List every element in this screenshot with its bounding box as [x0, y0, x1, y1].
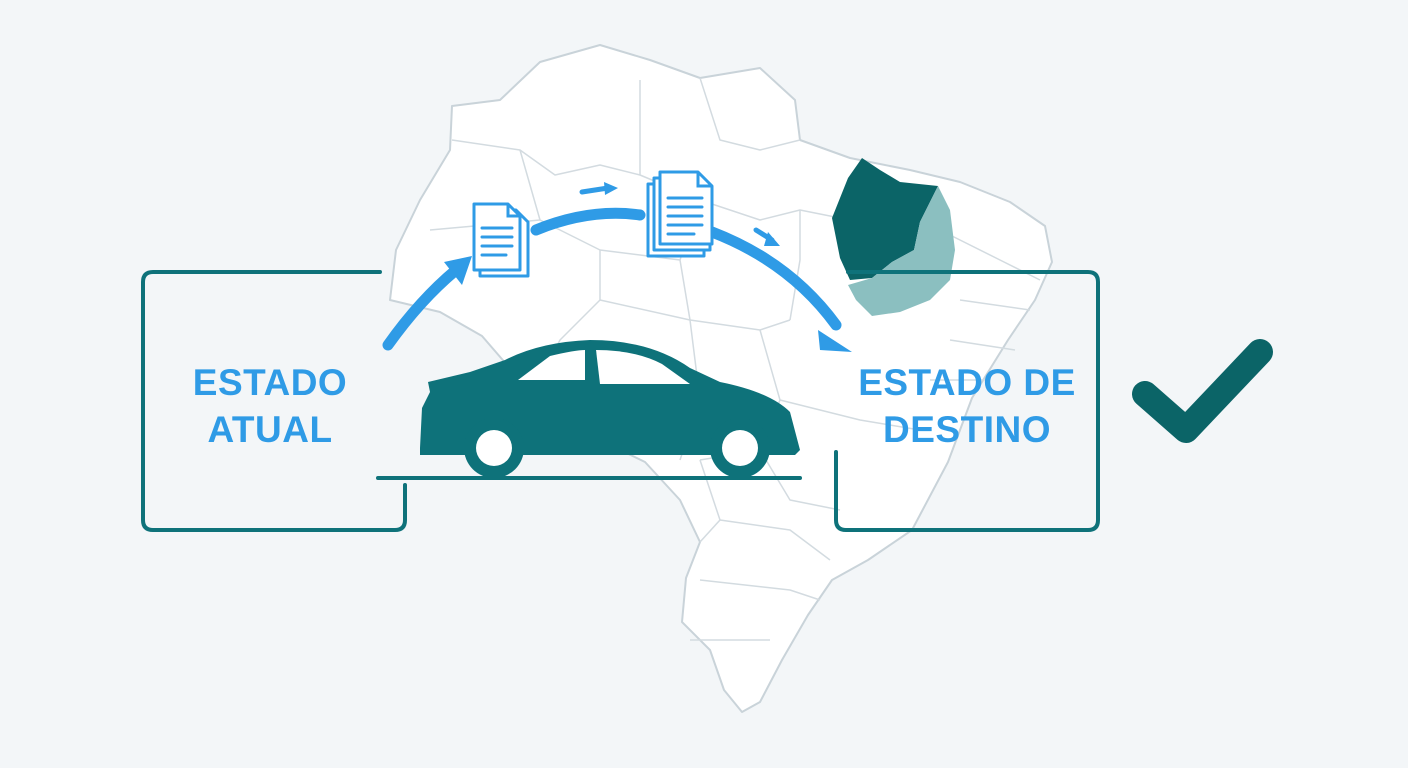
origin-box: ESTADO ATUAL	[141, 270, 407, 532]
arrow-icon	[530, 207, 646, 236]
arrow-head	[444, 256, 472, 285]
origin-label-line2: ATUAL	[207, 409, 332, 450]
documents-stack-icon	[646, 170, 714, 258]
document-icon	[472, 202, 530, 278]
car-icon	[376, 340, 802, 480]
arrow-icon	[706, 226, 842, 331]
arrow-head	[764, 232, 780, 246]
checkmark-icon	[1132, 339, 1273, 443]
arrow-head	[818, 330, 852, 352]
origin-label-line1: ESTADO	[193, 362, 347, 403]
destination-box: ESTADO DE DESTINO	[834, 270, 1100, 532]
arrow-icon	[382, 264, 462, 351]
destination-label-line1: ESTADO DE	[858, 362, 1076, 403]
arrow-icon	[579, 185, 611, 195]
destination-label-line2: DESTINO	[883, 409, 1051, 450]
arrow-head	[604, 182, 618, 195]
destination-region	[832, 158, 955, 316]
